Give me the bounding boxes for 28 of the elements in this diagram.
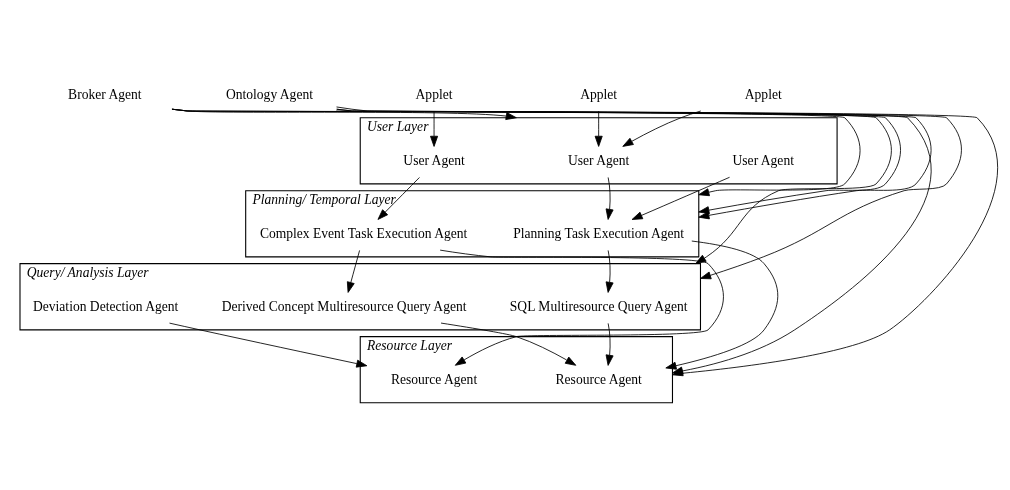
arrow <box>631 176 730 220</box>
arrow <box>440 322 576 366</box>
arrow <box>346 250 360 293</box>
node-text: Derived Concept Multiresource Query Agent <box>221 299 467 315</box>
node-text: Resource Agent <box>390 371 477 387</box>
node-text: Resource Agent <box>555 371 642 387</box>
node-text: User Agent <box>402 153 465 169</box>
arrow <box>439 249 724 366</box>
node-text: SQL Multiresource Query Agent <box>509 299 687 315</box>
arrow <box>594 110 603 147</box>
arrow <box>605 322 614 366</box>
arrow <box>605 177 614 220</box>
arrow <box>621 110 701 147</box>
node-text: Broker Agent <box>67 86 142 102</box>
arrow <box>377 177 420 220</box>
node-text: Applet <box>579 86 617 102</box>
arrow <box>605 250 614 293</box>
node-text: User Agent <box>732 153 794 169</box>
node-text: Complex Event Task Execution Agent <box>259 226 467 242</box>
node-text: Planning Task Execution Agent <box>512 226 684 242</box>
node-text: User Agent <box>567 153 629 169</box>
node-text: Applet <box>415 86 453 102</box>
arrow <box>335 108 962 280</box>
arrow <box>168 322 367 368</box>
node-text: Applet <box>744 86 782 102</box>
node-text: Ontology Agent <box>225 86 313 102</box>
node-text: Deviation Detection Agent <box>32 299 178 315</box>
arrow <box>664 240 778 370</box>
